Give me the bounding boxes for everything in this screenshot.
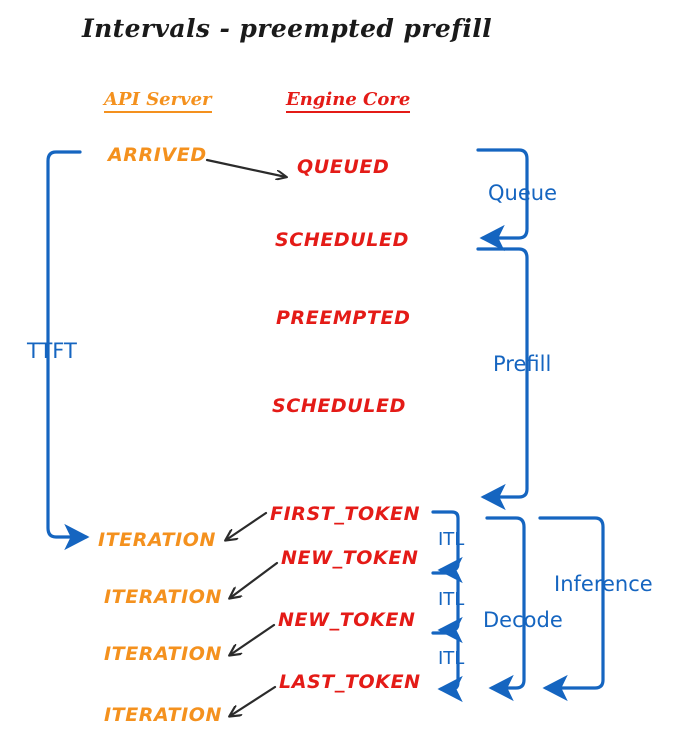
bracket-decode: [485, 516, 526, 702]
bracket-inference: [538, 516, 605, 702]
column-header-api-server: API Server: [104, 91, 212, 113]
interval-label-inference: Inference: [551, 574, 656, 595]
event-iteration-2: ITERATION: [104, 586, 223, 608]
event-last-token: LAST_TOKEN: [279, 671, 421, 693]
interval-label-itl-3: ITL: [435, 650, 468, 668]
arrow-first-token-to-iteration-1: [226, 511, 268, 540]
interval-label-itl-1: ITL: [435, 531, 468, 549]
interval-label-prefill: Prefill: [490, 354, 555, 375]
interval-label-itl-2: ITL: [435, 591, 468, 609]
event-new-token-1: NEW_TOKEN: [281, 547, 419, 569]
arrow-last-token-to-iteration-4: [230, 685, 277, 716]
event-arrived: ARRIVED: [108, 144, 207, 166]
event-iteration-1: ITERATION: [98, 529, 217, 551]
arrow-arrived-to-queued: [205, 158, 286, 177]
column-header-engine-core: Engine Core: [286, 91, 411, 113]
event-new-token-2: NEW_TOKEN: [278, 609, 416, 631]
arrow-new-token-1-to-iteration-2: [230, 561, 279, 598]
event-iteration-3: ITERATION: [104, 643, 223, 665]
interval-label-decode: Decode: [480, 610, 566, 631]
interval-label-ttft: TTFT: [24, 341, 80, 362]
event-preempted: PREEMPTED: [276, 307, 411, 329]
event-scheduled-2: SCHEDULED: [272, 395, 406, 417]
event-queued: QUEUED: [297, 156, 390, 178]
event-scheduled-1: SCHEDULED: [275, 229, 409, 251]
arrow-new-token-2-to-iteration-3: [230, 623, 276, 655]
event-first-token: FIRST_TOKEN: [270, 503, 421, 525]
event-iteration-4: ITERATION: [104, 704, 223, 726]
page-title: Intervals - preempted prefill: [82, 14, 493, 43]
interval-label-queue: Queue: [485, 183, 560, 204]
